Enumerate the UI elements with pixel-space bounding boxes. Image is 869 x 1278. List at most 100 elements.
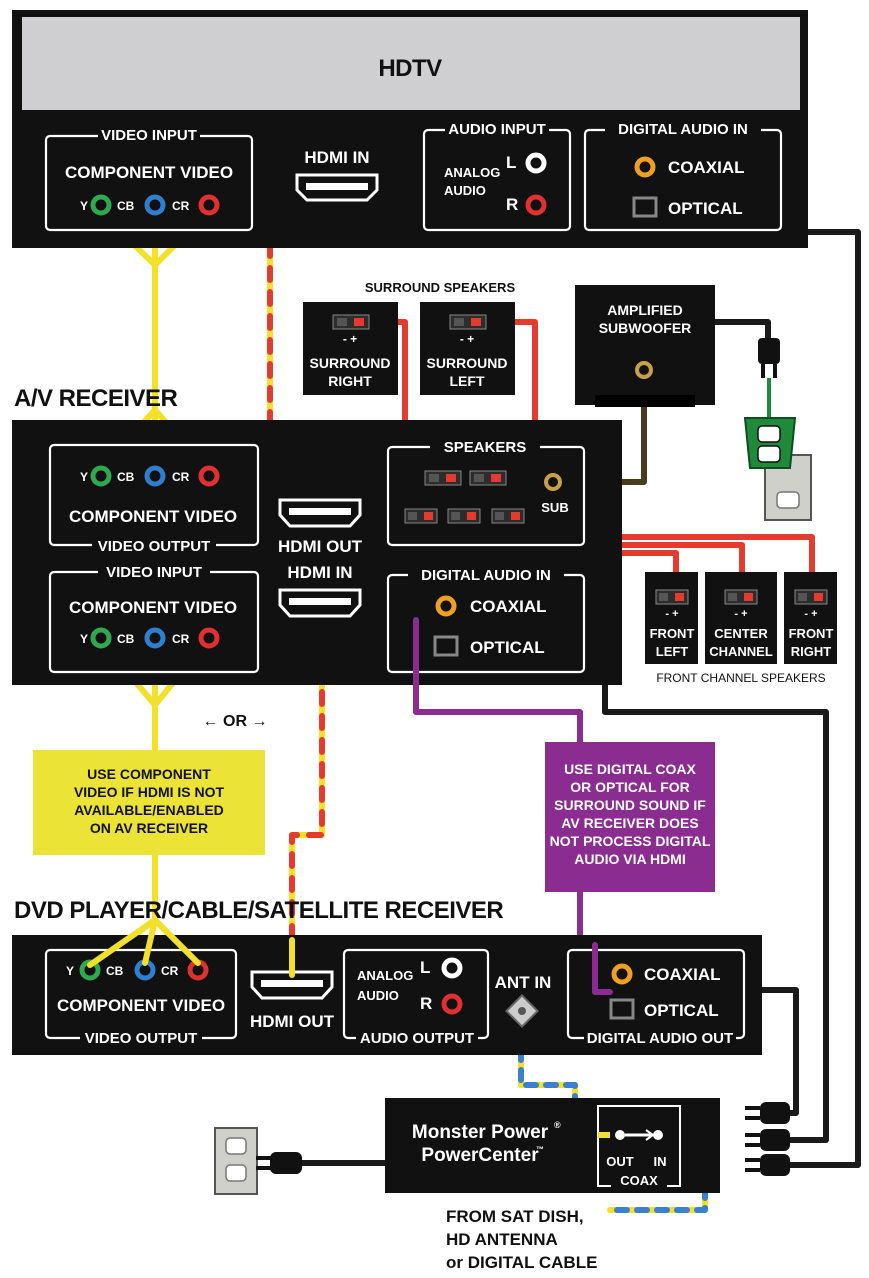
yellow-note-line3: AVAILABLE/ENABLED: [74, 802, 224, 818]
power-line1: Monster Power: [412, 1122, 549, 1143]
hdtv-analog-label: ANALOG: [444, 165, 500, 180]
rcv-out-y-label: Y: [80, 470, 88, 484]
hdtv-cb-label: CB: [117, 199, 135, 213]
subwoofer-line1: AMPLIFIED: [607, 302, 682, 318]
yellow-note-line4: ON AV RECEIVER: [90, 820, 208, 836]
rcv-optical-port[interactable]: [433, 635, 459, 657]
hdtv-optical-port[interactable]: [632, 196, 658, 218]
dvd-panel: Y CB CR COMPONENT VIDEO VIDEO OUTPUT HDM…: [12, 935, 762, 1055]
hdtv-audio-r-jack[interactable]: [525, 194, 547, 216]
power-cord-subwoofer: [712, 319, 771, 343]
center-line1: CENTER: [714, 626, 768, 641]
hdtv-video-input-label: VIDEO INPUT: [101, 127, 197, 144]
surround-left-line1: SURROUND: [427, 355, 508, 371]
rcv-out-cr-jack[interactable]: [198, 465, 220, 487]
dvd-optical-label: OPTICAL: [644, 1001, 719, 1020]
rcv-video-input-label: VIDEO INPUT: [106, 564, 202, 581]
power-cord-hdtv: [787, 229, 861, 1168]
rcv-in-cb-jack[interactable]: [144, 627, 166, 649]
center-polarity: - +: [734, 608, 747, 620]
dvd-y-label: Y: [66, 964, 74, 978]
hdtv-y-label: Y: [80, 199, 88, 213]
source-line2: HD ANTENNA: [446, 1230, 558, 1249]
rcv-out-component-label: COMPONENT VIDEO: [69, 507, 237, 526]
dvd-ant-in-label: ANT IN: [495, 973, 552, 992]
dvd-cr-label: CR: [161, 964, 179, 978]
surround-right-line2: RIGHT: [328, 373, 372, 389]
hdtv-audio-l-jack[interactable]: [525, 152, 547, 174]
digital-audio-note: USE DIGITAL COAX OR OPTICAL FOR SURROUND…: [545, 742, 715, 892]
component-cable-dvd-tail: [87, 917, 201, 968]
subwoofer-input-jack[interactable]: [635, 361, 653, 379]
rcv-sub-jack[interactable]: [544, 473, 562, 491]
dvd-audio-label: AUDIO: [357, 988, 399, 1003]
surround-left-speaker: - + SURROUND LEFT: [420, 302, 515, 395]
rcv-in-y-label: Y: [80, 632, 88, 646]
dvd-cb-label: CB: [106, 964, 124, 978]
hdtv-cr-jack[interactable]: [198, 194, 220, 216]
yellow-note-line2: VIDEO IF HDMI IS NOT: [74, 784, 225, 800]
front-right-line1: FRONT: [789, 626, 834, 641]
power-coax-out[interactable]: [615, 1130, 625, 1140]
power-coax-label: COAX: [620, 1173, 658, 1188]
dvd-audio-r-jack[interactable]: [441, 993, 463, 1015]
hdtv-cr-label: CR: [172, 199, 190, 213]
rcv-video-output-label: VIDEO OUTPUT: [98, 538, 211, 555]
rcv-speakers-label: SPEAKERS: [444, 439, 527, 456]
power-coax-in[interactable]: [653, 1130, 663, 1140]
front-right-speaker: - + FRONT RIGHT: [784, 572, 837, 664]
hdtv-hdmi-in-label: HDMI IN: [304, 148, 369, 167]
hdtv-l-label: L: [506, 153, 516, 172]
hdtv-r-label: R: [506, 195, 518, 214]
hdtv-y-jack[interactable]: [90, 194, 112, 216]
or-label: ← OR →: [203, 713, 268, 730]
dvd-optical-port[interactable]: [609, 998, 635, 1020]
rcv-digital-audio-in-label: DIGITAL AUDIO IN: [421, 567, 551, 584]
dvd-component-label: COMPONENT VIDEO: [57, 996, 225, 1015]
rcv-in-component-label: COMPONENT VIDEO: [69, 598, 237, 617]
dvd-coaxial-jack[interactable]: [611, 963, 633, 985]
dvd-coaxial-label: COAXIAL: [644, 965, 721, 984]
rcv-in-cr-jack[interactable]: [198, 627, 220, 649]
wall-outlet-left: [214, 1127, 258, 1195]
hdmi-cable-dvd-stripe: [289, 617, 325, 978]
purple-note-line4: AV RECEIVER DOES: [561, 815, 698, 831]
center-speaker: - + CENTER CHANNEL: [705, 572, 777, 664]
power-tm-mark: ™: [536, 1145, 544, 1154]
rcv-out-y-jack[interactable]: [90, 465, 112, 487]
front-right-line2: RIGHT: [791, 644, 832, 659]
rcv-out-cr-label: CR: [172, 470, 190, 484]
hdtv-cb-jack[interactable]: [144, 194, 166, 216]
purple-note-line6: AUDIO VIA HDMI: [574, 851, 685, 867]
dvd-video-output-label: VIDEO OUTPUT: [85, 1030, 198, 1047]
power-plug-left: [256, 1152, 302, 1174]
purple-note-line5: NOT PROCESS DIGITAL: [550, 833, 711, 849]
power-reg-mark: ®: [554, 1120, 561, 1130]
surround-right-line1: SURROUND: [310, 355, 391, 371]
power-plugs-right: [745, 1102, 790, 1176]
front-right-polarity: - +: [804, 608, 817, 620]
receiver-title: A/V RECEIVER: [14, 385, 178, 412]
dvd-audio-l-jack[interactable]: [441, 957, 463, 979]
power-in-label: IN: [654, 1154, 667, 1169]
power-cord-dvd: [759, 987, 799, 1116]
hdtv-optical-label: OPTICAL: [668, 199, 743, 218]
dvd-hdmi-out-label: HDMI OUT: [250, 1012, 335, 1031]
rcv-optical-label: OPTICAL: [470, 638, 545, 657]
hdtv-audio-input-label: AUDIO INPUT: [448, 121, 546, 138]
hdtv-digital-audio-in-label: DIGITAL AUDIO IN: [618, 121, 748, 138]
front-left-speaker: - + FRONT LEFT: [645, 572, 698, 664]
digital-coax-cable-tail: [592, 942, 613, 995]
front-channel-caption: FRONT CHANNEL SPEAKERS: [656, 671, 825, 685]
rcv-coaxial-jack[interactable]: [435, 595, 457, 617]
rcv-in-y-jack[interactable]: [90, 627, 112, 649]
subwoofer: AMPLIFIED SUBWOOFER: [575, 285, 715, 407]
hdtv-coaxial-jack[interactable]: [634, 156, 656, 178]
purple-note-line3: SURROUND SOUND IF: [554, 797, 706, 813]
rcv-speaker-terminals[interactable]: [404, 470, 525, 524]
hdtv-component-video-label: COMPONENT VIDEO: [65, 163, 233, 182]
rcv-out-cb-jack[interactable]: [144, 465, 166, 487]
dvd-digital-audio-out-label: DIGITAL AUDIO OUT: [587, 1030, 733, 1047]
hdtv-coaxial-label: COAXIAL: [668, 158, 745, 177]
